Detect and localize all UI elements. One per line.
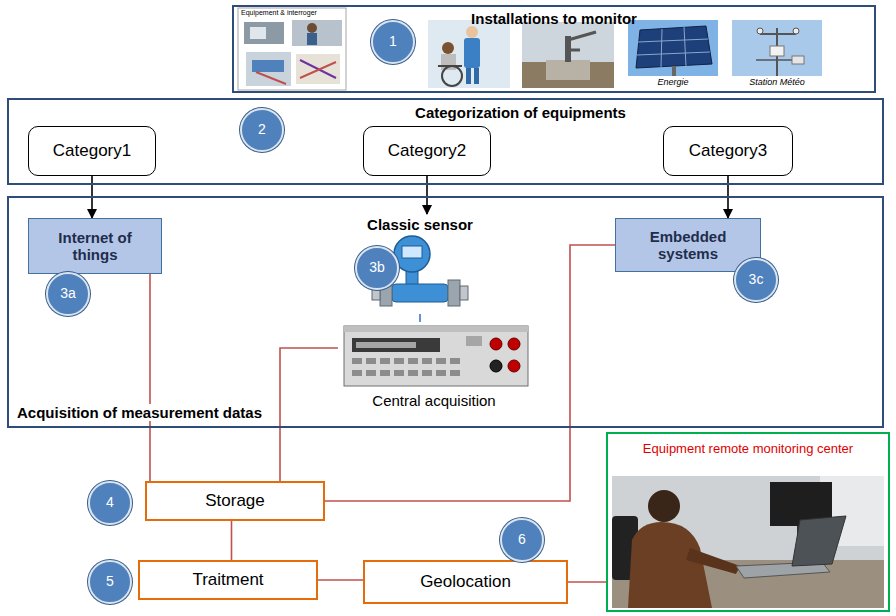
- category-box: Category3: [663, 126, 793, 176]
- picture-caption: Station Météo: [732, 78, 822, 88]
- callout-number: 4: [88, 481, 132, 525]
- panel-title: Equipment remote monitoring center: [640, 442, 856, 457]
- process-box: Storage: [145, 481, 325, 521]
- patient-photo: [428, 20, 510, 88]
- category-box: Category1: [28, 126, 156, 176]
- band-title: Categorization of equipments: [415, 104, 626, 121]
- method-label: Internet of things: [40, 229, 150, 264]
- acquisition-unit-node: Central acquisition: [338, 322, 530, 410]
- connector: [419, 314, 421, 322]
- process-box: Traitment: [138, 560, 318, 600]
- equipment-thumbnails: [238, 8, 346, 90]
- process-box: Geolocation: [363, 560, 568, 604]
- solar-panel-photo: [628, 20, 718, 76]
- process-label: Traitment: [192, 570, 263, 590]
- picture-caption: Equipement & interroger: [241, 9, 341, 17]
- water-pump-photo: [522, 22, 614, 88]
- picture-caption: Energie: [628, 78, 718, 88]
- category-box: Category2: [363, 126, 491, 176]
- connector: [280, 348, 338, 481]
- connector: [325, 245, 615, 501]
- acquisition-method-box: Internet of things: [28, 218, 162, 274]
- connector: [318, 579, 363, 581]
- category-label: Category2: [388, 141, 466, 161]
- categorization-band: Categorization of equipmentsCategory1 Cat…: [7, 98, 884, 185]
- acquisition-unit-picture: [344, 326, 528, 386]
- process-label: Geolocation: [420, 572, 511, 592]
- callout-number: 1: [371, 20, 415, 64]
- process-label: Storage: [205, 491, 265, 511]
- unit-label: Central acquisition: [372, 392, 495, 409]
- weather-station-photo: [732, 20, 822, 76]
- callout-number: 3c: [734, 258, 778, 302]
- method-label: Embedded systems: [633, 228, 743, 263]
- callout-number: 3b: [355, 246, 399, 290]
- connector: [149, 274, 151, 481]
- band-title: Acquisition of measurement datas: [14, 404, 265, 421]
- connector: [568, 581, 606, 583]
- connector: [231, 521, 233, 560]
- monitoring-center-panel: Equipment remote monitoring center: [606, 432, 890, 612]
- sensor-label: Classic sensor: [367, 216, 473, 233]
- category-label: Category3: [689, 141, 767, 161]
- acquisition-band: Acquisition of measurement datas Internet…: [7, 196, 884, 428]
- callout-number: 3a: [46, 272, 90, 316]
- category-label: Category1: [53, 141, 131, 161]
- monitoring-center-photo: [612, 476, 884, 608]
- callout-number: 2: [240, 108, 284, 152]
- connector: [426, 176, 428, 214]
- callout-number: 5: [88, 560, 132, 604]
- panel-title: Installations to monitor: [471, 10, 637, 27]
- callout-number: 6: [500, 518, 544, 562]
